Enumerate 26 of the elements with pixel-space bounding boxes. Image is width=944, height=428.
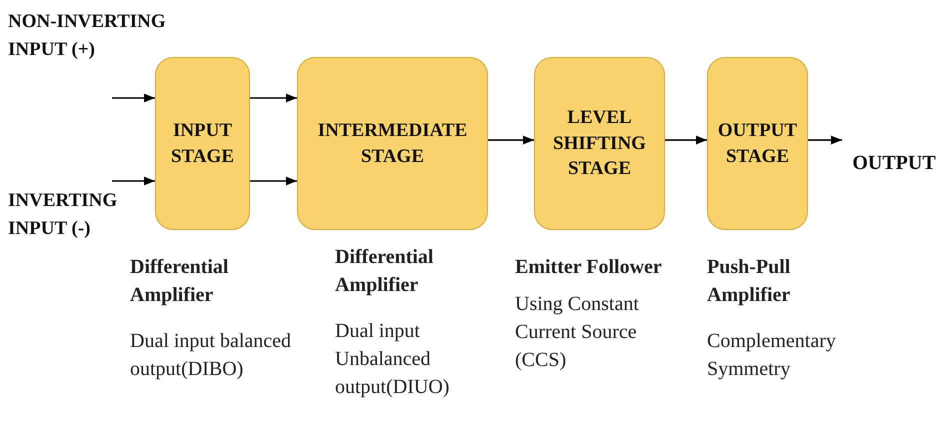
- arrow: [808, 136, 842, 145]
- arrow: [112, 94, 155, 102]
- arrow: [250, 176, 297, 186]
- stage-box: [534, 57, 665, 230]
- block-description: Dual input balanced output(DIBO): [130, 329, 292, 382]
- stage-title: INTERMEDIATE STAGE: [316, 118, 468, 168]
- block-description: Complementary Symmetry: [707, 329, 837, 382]
- stage-box: [707, 57, 808, 230]
- stage-title: OUTPUT STAGE: [716, 118, 798, 168]
- block-heading: Differential Amplifier: [335, 245, 434, 298]
- arrow: [488, 136, 534, 145]
- input-label: INVERTING INPUT (-): [8, 189, 118, 241]
- output-label: OUTPUT: [851, 150, 937, 176]
- stage-title: INPUT STAGE: [170, 118, 235, 168]
- block-description: Using Constant Current Source (CCS): [515, 292, 640, 373]
- input-label: NON-INVERTING INPUT (+): [8, 10, 167, 62]
- stage-box: [155, 57, 250, 230]
- block-heading: Push-Pull Amplifier: [707, 255, 792, 308]
- stage-box: [297, 57, 488, 230]
- arrow: [665, 136, 707, 145]
- block-heading: Emitter Follower: [515, 255, 663, 280]
- block-description: Dual input Unbalanced output(DIUO): [335, 319, 450, 400]
- block-heading: Differential Amplifier: [130, 255, 230, 308]
- stage-title: LEVEL SHIFTING STAGE: [552, 106, 647, 182]
- arrow: [250, 94, 297, 102]
- arrow: [112, 176, 155, 186]
